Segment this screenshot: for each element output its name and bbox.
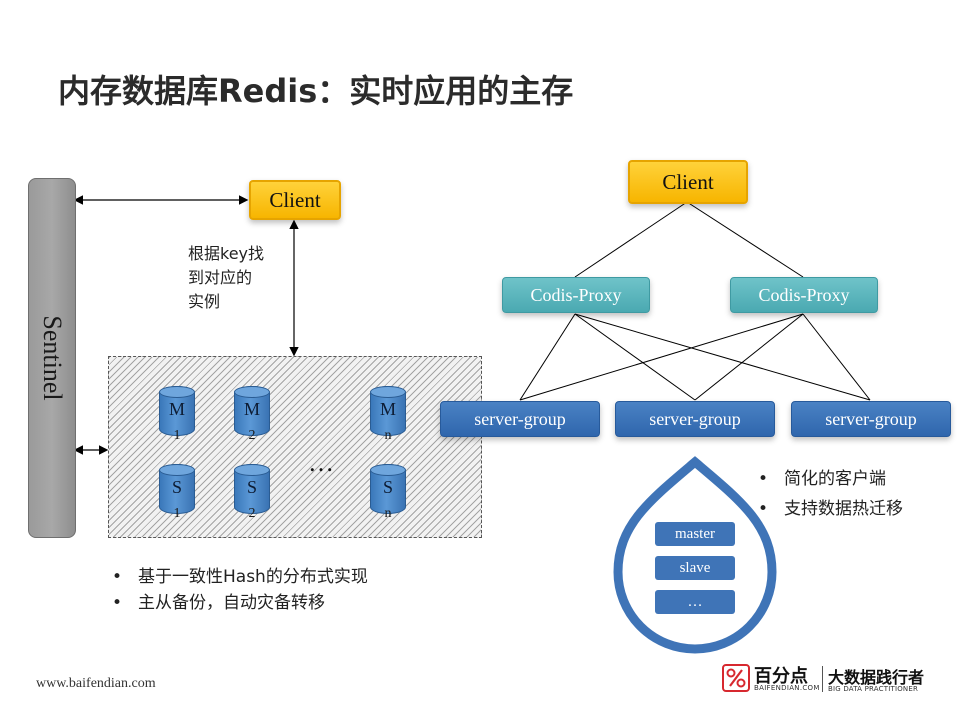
right-bullets: •简化的客户端 •支持数据热迁移 bbox=[758, 464, 903, 524]
master-node: M bbox=[159, 386, 195, 436]
left-client-box: Client bbox=[249, 180, 341, 220]
logo-subtext: BAIFENDIAN.COM bbox=[754, 684, 820, 692]
slave-index: n bbox=[384, 506, 392, 521]
master-index: 1 bbox=[173, 428, 181, 443]
bullet-item: •主从备份，自动灾备转移 bbox=[112, 593, 325, 613]
left-bullets: •基于一致性Hash的分布式实现 •主从备份，自动灾备转移 bbox=[112, 562, 368, 614]
master-node: M bbox=[234, 386, 270, 436]
group-slave-pill: slave bbox=[655, 556, 735, 580]
right-client-label: Client bbox=[662, 169, 714, 194]
tagline-sub: BIG DATA PRACTITIONER bbox=[828, 685, 919, 693]
sentinel-label: Sentinel bbox=[38, 315, 67, 401]
group-more-pill: … bbox=[655, 590, 735, 614]
tagline: 大数据践行者 bbox=[828, 668, 925, 687]
master-index: n bbox=[384, 428, 392, 443]
lookup-note-line: 实例 bbox=[188, 292, 221, 311]
server-group-box: server-group bbox=[791, 401, 951, 437]
bullet-item: •基于一致性Hash的分布式实现 bbox=[112, 567, 368, 587]
master-index: 2 bbox=[248, 428, 256, 443]
codis-proxy-box: Codis-Proxy bbox=[730, 277, 878, 313]
bullet-item: •支持数据热迁移 bbox=[758, 499, 903, 519]
master-node: M bbox=[370, 386, 406, 436]
server-group-box: server-group bbox=[440, 401, 600, 437]
group-master-pill: master bbox=[655, 522, 735, 546]
lookup-note-line: 根据key找 bbox=[188, 244, 265, 263]
slave-node: S bbox=[370, 464, 406, 514]
server-group-box: server-group bbox=[615, 401, 775, 437]
percent-logo-icon bbox=[722, 664, 750, 692]
codis-proxy-box: Codis-Proxy bbox=[502, 277, 650, 313]
slave-node: S bbox=[234, 464, 270, 514]
footer-url: www.baifendian.com bbox=[36, 676, 156, 691]
slave-node: S bbox=[159, 464, 195, 514]
slave-index: 1 bbox=[173, 506, 181, 521]
lookup-note: 根据key找 到对应的 实例 bbox=[188, 242, 264, 314]
slave-index: 2 bbox=[248, 506, 256, 521]
sentinel-bar: Sentinel bbox=[28, 178, 76, 538]
bullet-item: •简化的客户端 bbox=[758, 469, 886, 489]
brand-logo: 百分点 BAIFENDIAN.COM 大数据践行者 BIG DATA PRACT… bbox=[722, 662, 932, 696]
logo-text: 百分点 bbox=[754, 666, 808, 687]
lookup-note-line: 到对应的 bbox=[188, 268, 253, 287]
left-client-label: Client bbox=[269, 187, 321, 212]
right-client-box: Client bbox=[628, 160, 748, 204]
slide-title: 内存数据库Redis：实时应用的主存 bbox=[58, 72, 574, 110]
node-ellipsis: … bbox=[308, 448, 334, 477]
